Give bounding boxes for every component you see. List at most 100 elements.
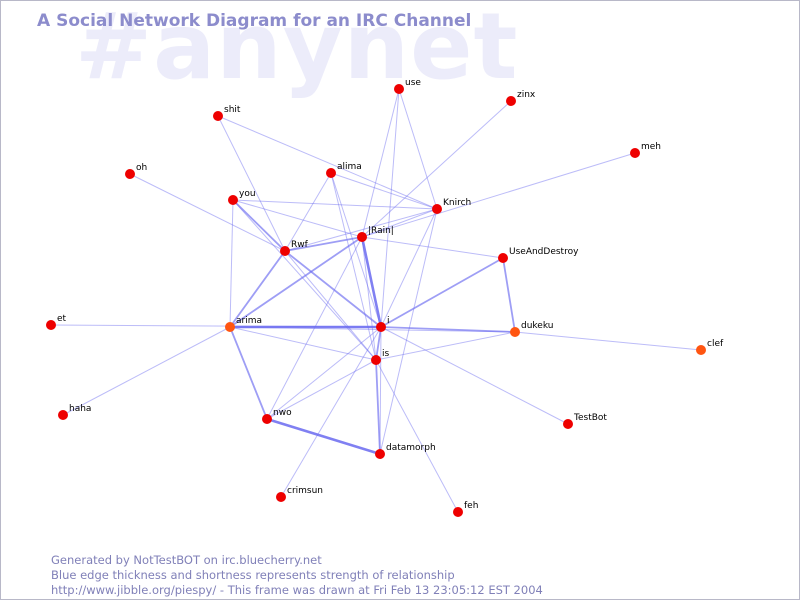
edge-is-dukeku [375,331,516,361]
node-use [394,84,404,94]
edge-you-rwf [232,199,286,252]
edge-rwf-arima [229,250,286,328]
edge-oh-rwf [129,173,286,252]
node-label-clef: clef [707,339,724,349]
edge-arima-nwo [229,326,268,420]
node-label-testbot: TestBot [573,413,607,423]
node-label-et: et [57,314,67,324]
node-rwf [280,246,290,256]
edge-arima-haha [62,326,231,416]
edge-i-testbot [380,326,569,425]
edge-useanddestroy-i [380,257,504,328]
edge-arima-dukeku [229,326,516,333]
node-shit [213,111,223,121]
footer-generated-by: Generated by NotTestBOT on irc.bluecherr… [51,553,322,567]
edge-you-arima [229,199,234,328]
edge-i-dukeku [380,326,516,333]
node-label-crimsun: crimsun [287,486,323,496]
node-label-nwo: nwo [273,408,292,418]
node-i [376,322,386,332]
edge-knirch-rain [361,208,438,238]
edge-you-knirch [232,199,438,210]
node-label-alima: alima [337,162,362,172]
node-alima [326,168,336,178]
footer-url-timestamp: http://www.jibble.org/piespy/ - This fra… [51,583,543,597]
node-dukeku [510,327,520,337]
edge-rwf-i [284,250,382,328]
edge-rain-arima [229,236,363,328]
edge-use-knirch [398,88,438,210]
node-label-is: is [382,349,390,359]
edge-i-crimsun [280,326,382,498]
node-arima [225,322,235,332]
node-label-rain: |Rain| [368,226,394,236]
node-you [228,195,238,205]
node-knirch [432,204,442,214]
node-clef [696,345,706,355]
footer-legend: Blue edge thickness and shortness repres… [51,568,455,582]
node-label-useanddestroy: UseAndDestroy [509,247,579,257]
edge-is-datamorph [375,359,381,455]
edge-layer [50,88,702,513]
edge-i-nwo [266,326,382,420]
edge-zinx-rain [361,100,512,238]
footer: Generated by NotTestBOT on irc.bluecherr… [51,553,543,598]
node-label-oh: oh [136,163,147,173]
edge-knirch-i [380,208,438,328]
node-zinx [506,96,516,106]
edge-shit-rwf [217,115,286,252]
node-meh [630,148,640,158]
node-label-knirch: Knirch [443,198,471,208]
channel-watermark: #anynet [75,0,519,100]
edge-alima-is [330,172,377,361]
edge-dukeku-clef [514,331,702,351]
node-label-haha: haha [69,404,91,414]
node-label-dukeku: dukeku [521,321,553,331]
node-et [46,320,56,330]
edge-use-rain [361,88,400,238]
diagram-title: A Social Network Diagram for an IRC Chan… [37,11,472,31]
edge-useanddestroy-dukeku [502,257,516,333]
node-nwo [262,414,272,424]
edge-meh-rain [361,152,636,238]
node-label-rwf: Rwf [291,240,309,250]
node-feh [453,507,463,517]
node-datamorph [375,449,385,459]
node-label-datamorph: datamorph [386,443,436,453]
edge-you-is [232,199,377,361]
edge-rain-rwf [284,236,363,252]
edge-rain-useanddestroy [361,236,504,259]
node-label-use: use [405,78,421,88]
edge-is-feh [375,359,459,513]
node-label-i: i [387,316,390,326]
edge-is-nwo [266,359,377,420]
edge-alima-knirch [330,172,438,210]
edge-arima-is [229,326,377,361]
node-testbot [563,419,573,429]
node-haha [58,410,68,420]
node-label-feh: feh [464,501,478,511]
edge-use-i [380,88,400,328]
edge-i-datamorph [379,326,382,455]
node-label-shit: shit [224,105,241,115]
edge-alima-i [330,172,382,328]
node-rain [357,232,367,242]
edge-knirch-rwf [284,208,438,252]
edge-rwf-is [284,250,377,361]
edge-shit-knirch [217,115,438,210]
node-useanddestroy [498,253,508,263]
node-crimsun [276,492,286,502]
edge-nwo-datamorph [265,417,382,456]
node-label-zinx: zinx [517,90,536,100]
edge-knirch-datamorph [379,208,438,455]
edge-you-rain [232,199,363,238]
edge-alima-rwf [284,172,332,252]
node-label-meh: meh [641,142,661,152]
node-label-arima: arima [236,316,262,326]
node-label-you: you [239,189,256,199]
edge-i-is [375,326,382,361]
edge-rain-i [360,235,383,329]
